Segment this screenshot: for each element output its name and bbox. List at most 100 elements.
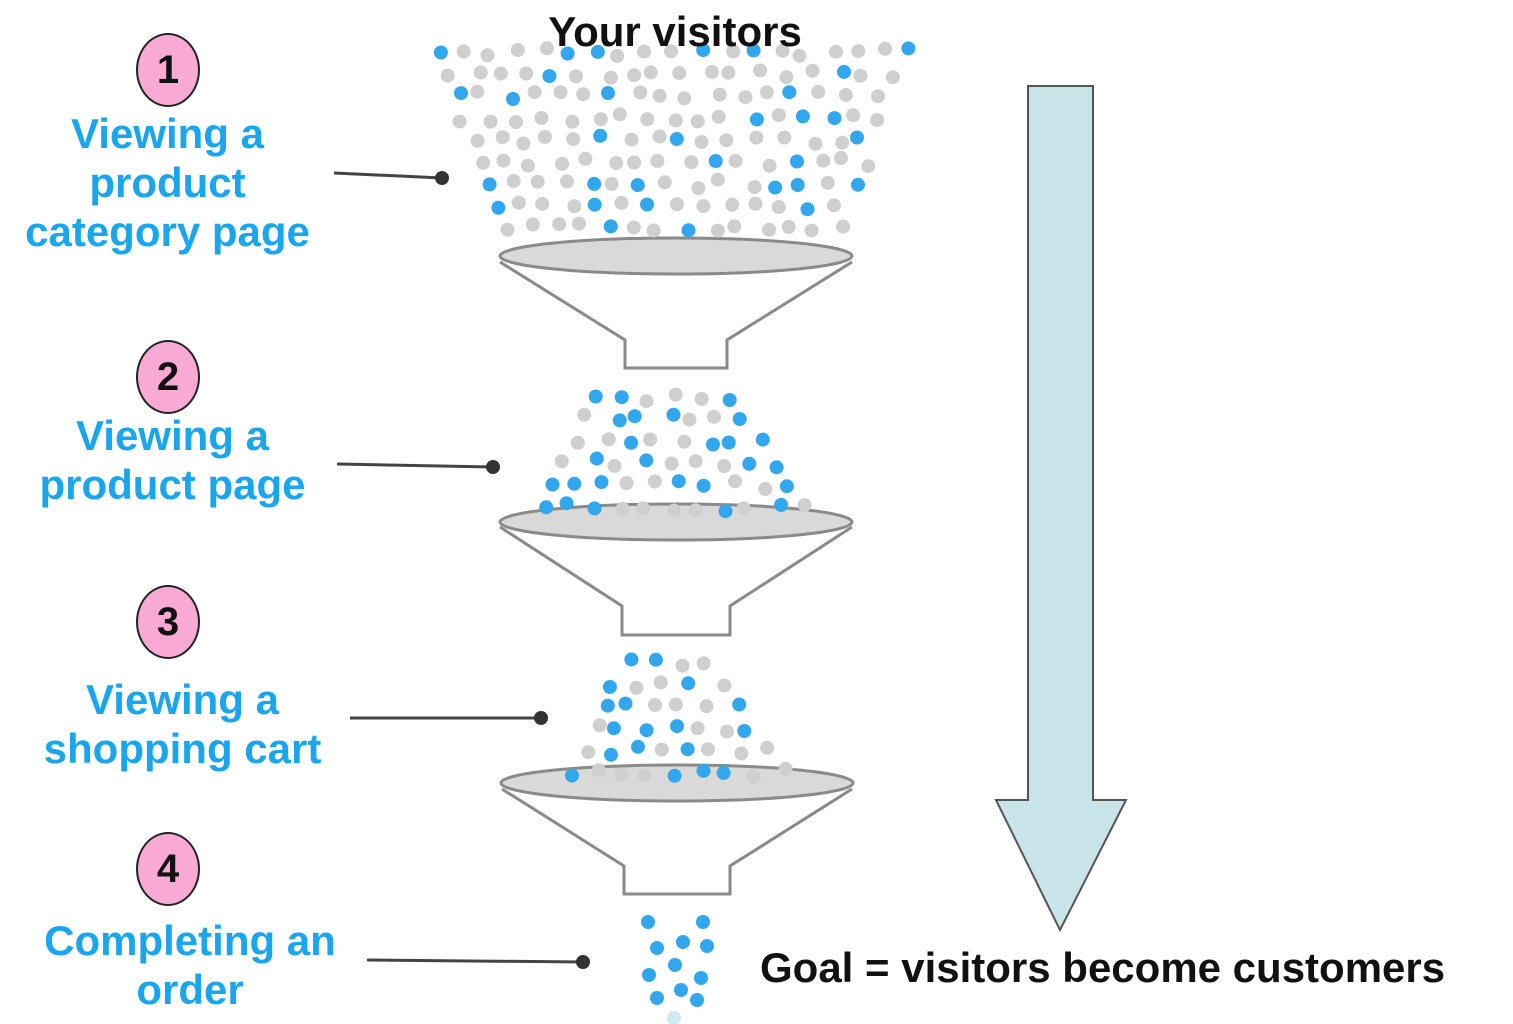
visitor-dot: [600, 698, 615, 713]
visitor-dot: [779, 70, 794, 85]
visitor-dot: [694, 135, 709, 149]
visitor-dot: [771, 108, 786, 123]
visitor-dot: [696, 478, 711, 493]
visitor-dot: [652, 129, 667, 144]
visitor-dot: [668, 958, 682, 972]
visitor-dot: [727, 219, 742, 234]
visitor-dot: [555, 156, 570, 171]
visitor-dot: [712, 87, 727, 102]
visitor-dot: [777, 130, 792, 145]
visitor-dot: [525, 217, 540, 232]
visitor-dot: [576, 87, 591, 102]
visitor-dot: [690, 721, 705, 736]
visitor-dot: [901, 41, 916, 56]
visitor-dot: [493, 66, 508, 81]
visitor-dot: [639, 453, 654, 468]
visitor-dot: [614, 390, 629, 405]
visitor-dot: [476, 155, 491, 170]
visitor-dot: [610, 48, 625, 63]
visitor-dot: [664, 456, 679, 471]
visitor-dot: [607, 458, 622, 473]
visitor-dot: [781, 220, 796, 234]
visitor-dot: [568, 69, 583, 84]
visitor-dot: [851, 177, 865, 192]
visitor-dot: [587, 197, 602, 212]
visitor-dot: [762, 158, 777, 173]
visitor-dot: [680, 742, 695, 757]
visitor-dot: [612, 413, 627, 428]
visitor-dot: [834, 151, 848, 165]
visitor-dot: [511, 195, 526, 210]
step-3-badge: 3: [136, 585, 200, 659]
visitor-dot: [827, 111, 842, 126]
visitor-dot: [650, 154, 665, 168]
visitor-dot: [771, 200, 786, 214]
visitor-dot: [591, 763, 606, 778]
visitor-dot: [539, 500, 554, 515]
visitor-dot: [696, 43, 711, 58]
visitor-dot: [696, 199, 711, 214]
visitor-dot: [572, 216, 586, 231]
visitor-dot: [614, 195, 629, 210]
visitor-dot: [495, 130, 510, 145]
visitor-dot: [654, 742, 669, 757]
visitor-dot: [604, 176, 619, 191]
visitor-dot: [672, 66, 687, 81]
visitor-dot: [768, 180, 783, 195]
visitor-dot: [491, 200, 506, 215]
visitor-dot: [653, 675, 668, 690]
visitor-dot: [612, 107, 627, 122]
step-3-line-2: shopping cart: [43, 725, 322, 772]
visitor-dot: [578, 151, 593, 166]
visitor-dot: [647, 474, 662, 489]
visitor-dot: [747, 180, 762, 195]
visitor-dot: [691, 181, 706, 196]
visitor-dot: [565, 768, 579, 783]
visitor-dot: [535, 196, 550, 211]
visitor-dot: [707, 409, 721, 424]
visitor-dot: [618, 696, 633, 711]
visitor-dot: [456, 44, 471, 59]
visitor-dot: [811, 84, 826, 99]
step-4-label: Completing an order: [20, 916, 360, 1014]
visitor-dot: [631, 739, 645, 754]
visitor-dot: [795, 109, 810, 124]
visitor-dot: [696, 915, 710, 929]
step-1-line-2: product: [89, 159, 246, 206]
visitor-dot: [674, 983, 688, 997]
visitor-dot: [779, 479, 794, 494]
visitor-dot: [642, 968, 656, 982]
visitor-dot: [452, 114, 467, 129]
visitor-dot: [760, 740, 775, 755]
visitor-dot: [667, 1011, 681, 1024]
visitor-dot: [483, 114, 498, 129]
visitor-dot: [520, 158, 535, 173]
visitor-dot: [433, 45, 448, 60]
visitor-dot: [694, 971, 708, 985]
visitor-dot: [790, 154, 804, 169]
visitor-dot: [836, 219, 850, 234]
visitor-dot: [641, 915, 655, 929]
visitor-dot: [589, 451, 604, 466]
visitor-dot: [708, 154, 723, 168]
visitor-dot: [500, 222, 515, 237]
visitor-dot: [710, 223, 725, 238]
visitor-dot: [666, 407, 681, 422]
step-1-number: 1: [156, 47, 180, 92]
visitor-dot: [746, 769, 761, 784]
visitor-dot: [846, 108, 861, 123]
visitor-dot: [577, 407, 592, 422]
visitor-dot: [717, 678, 732, 693]
visitor-dot: [606, 721, 621, 736]
visitor-dot: [590, 44, 605, 59]
visitor-dot: [588, 389, 603, 404]
visitor-dot: [677, 91, 692, 106]
visitor-dot: [749, 112, 764, 127]
visitor-dot: [560, 46, 575, 61]
visitor-dot: [650, 941, 664, 955]
visitor-dot: [643, 432, 658, 447]
visitor-dot: [669, 197, 684, 212]
visitor-dot: [759, 85, 774, 100]
visitor-dot: [506, 174, 521, 188]
